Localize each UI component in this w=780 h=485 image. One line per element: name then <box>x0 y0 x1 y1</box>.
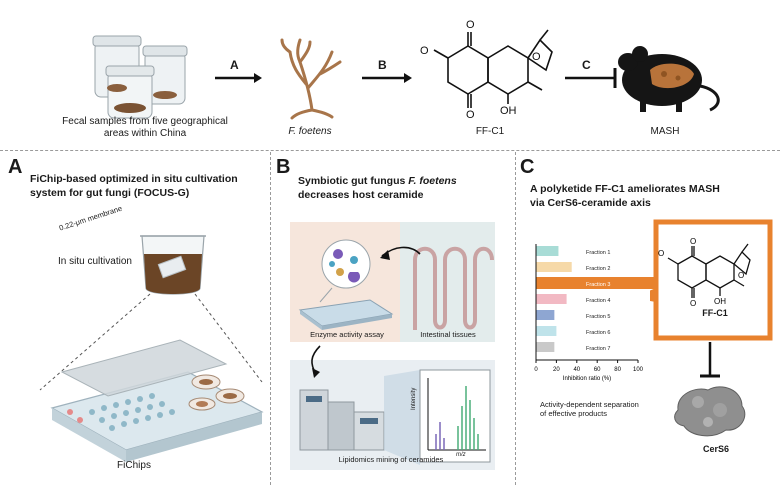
x-tick-label-0: 0 <box>534 367 538 373</box>
in-situ-label: In situ cultivation <box>58 256 132 267</box>
x-tick-label-80: 80 <box>614 367 621 373</box>
arrow-c-label: C <box>582 58 591 72</box>
svg-text:O: O <box>420 45 429 57</box>
panel-a-letter: A <box>8 156 23 178</box>
panel-b-title-line2: decreases host ceramide <box>298 189 424 201</box>
svg-text:O: O <box>532 51 541 63</box>
svg-text:O: O <box>690 299 696 308</box>
panel-b-title-prefix: Symbiotic gut fungus <box>298 175 409 187</box>
fecal-samples-label: Fecal samples from five geographical are… <box>62 116 228 139</box>
bar-7 <box>536 342 555 352</box>
bar-label-3: Fraction 3 <box>586 282 610 288</box>
cers6-protein-icon <box>674 386 746 437</box>
fichip-plate-icon <box>50 339 264 462</box>
lc-ms-instrument-icon <box>299 389 385 451</box>
microplate-icon <box>298 299 394 330</box>
svg-text:O: O <box>690 237 696 246</box>
spectrum-chart <box>419 369 491 463</box>
ffc1-structure-top-icon <box>433 29 553 108</box>
beaker-icon <box>140 235 206 295</box>
panel-a-title-line1: FiChip-based optimized in situ cultivati… <box>30 173 238 185</box>
bar-label-4: Fraction 4 <box>586 298 610 304</box>
highlight-connector <box>650 288 656 302</box>
panel-b-letter: B <box>276 156 291 178</box>
mouse-icon <box>618 46 720 112</box>
svg-text:O: O <box>466 109 475 121</box>
svg-text:OH: OH <box>714 297 726 306</box>
enzyme-assay-label: Enzyme activity assay <box>310 330 384 339</box>
fecal-sample-jars-icon <box>92 35 188 119</box>
panel-b-title-italic: F. foetens <box>408 175 457 187</box>
bar-label-6: Fraction 6 <box>586 330 610 336</box>
x-tick-label-40: 40 <box>573 367 580 373</box>
svg-text:O: O <box>658 249 664 258</box>
panel-a-graphics <box>39 235 264 462</box>
bar-label-1: Fraction 1 <box>586 250 610 256</box>
bar-2 <box>536 262 572 272</box>
disease-label: MASH <box>650 126 680 137</box>
panel-a-title: FiChip-based optimized in situ cultivati… <box>30 172 270 200</box>
vertical-divider-right <box>515 152 516 485</box>
x-tick-label-100: 100 <box>633 367 644 373</box>
separation-label-line1: Activity-dependent separation <box>540 400 639 409</box>
fungus-label: F. foetens <box>288 126 332 137</box>
x-tick-label-20: 20 <box>553 367 560 373</box>
bar-label-2: Fraction 2 <box>586 266 610 272</box>
panel-c-title-line1: A polyketide FF-C1 ameliorates MASH <box>530 183 720 195</box>
fraction-bar-chart: Fraction 1 Fraction 2 Fraction 3 Fraction 4… <box>534 244 660 382</box>
ffc1-highlight-box <box>653 219 773 341</box>
vertical-divider-left <box>270 152 271 485</box>
intestinal-tissues-label: Intestinal tissues <box>420 330 476 339</box>
svg-text:O: O <box>738 271 744 280</box>
enzyme-circle-icon <box>321 239 371 289</box>
compound-label-panel-c: FF-C1 <box>702 308 728 318</box>
svg-text:OH: OH <box>500 105 517 117</box>
top-row-graphics: O O OH O O <box>92 19 720 121</box>
fungus-icon <box>280 38 342 120</box>
panel-c-title-line2: via CerS6-ceramide axis <box>530 197 651 209</box>
bar-5 <box>536 310 555 320</box>
panel-b-graphics <box>290 222 495 470</box>
arrow-a-label: A <box>230 58 239 72</box>
fichips-label: FiChips <box>117 460 151 471</box>
horizontal-divider <box>0 150 780 151</box>
panel-c-title: A polyketide FF-C1 ameliorates MASH via … <box>530 182 775 210</box>
x-axis-label: Inhibition ratio (%) <box>563 376 611 382</box>
arrow-b-label: B <box>378 58 387 72</box>
intestinal-villi-icon <box>413 246 494 330</box>
ffc1-structure-icon <box>667 243 751 298</box>
cers6-label: CerS6 <box>702 444 729 454</box>
bar-3 <box>536 278 628 288</box>
separation-label: Activity-dependent separation of effecti… <box>540 400 690 418</box>
bar-1 <box>536 246 559 256</box>
x-tick-label-60: 60 <box>594 367 601 373</box>
lipidomics-label: Lipidomics mining of ceramides <box>338 455 444 464</box>
spectrum-y-axis-label: Intensity <box>411 387 417 410</box>
compound-label-top: FF-C1 <box>475 126 505 137</box>
bar-label-7: Fraction 7 <box>586 346 610 352</box>
separation-label-line2: of effective products <box>540 409 607 418</box>
bar-6 <box>536 326 557 336</box>
panel-c-letter: C <box>520 156 535 178</box>
bar-4 <box>536 294 567 304</box>
panel-c-graphics: O O OH O O <box>650 219 773 437</box>
spectrum-x-axis-label: m/z <box>456 452 466 458</box>
panel-a-title-line2: system for gut fungi (FOCUS-G) <box>30 187 190 199</box>
svg-text:O: O <box>466 19 475 31</box>
panel-b-title: Symbiotic gut fungus F. foetens decrease… <box>298 174 513 202</box>
panel-b-title-line1: Symbiotic gut fungus F. foetens <box>298 174 513 188</box>
bar-label-5: Fraction 5 <box>586 314 610 320</box>
